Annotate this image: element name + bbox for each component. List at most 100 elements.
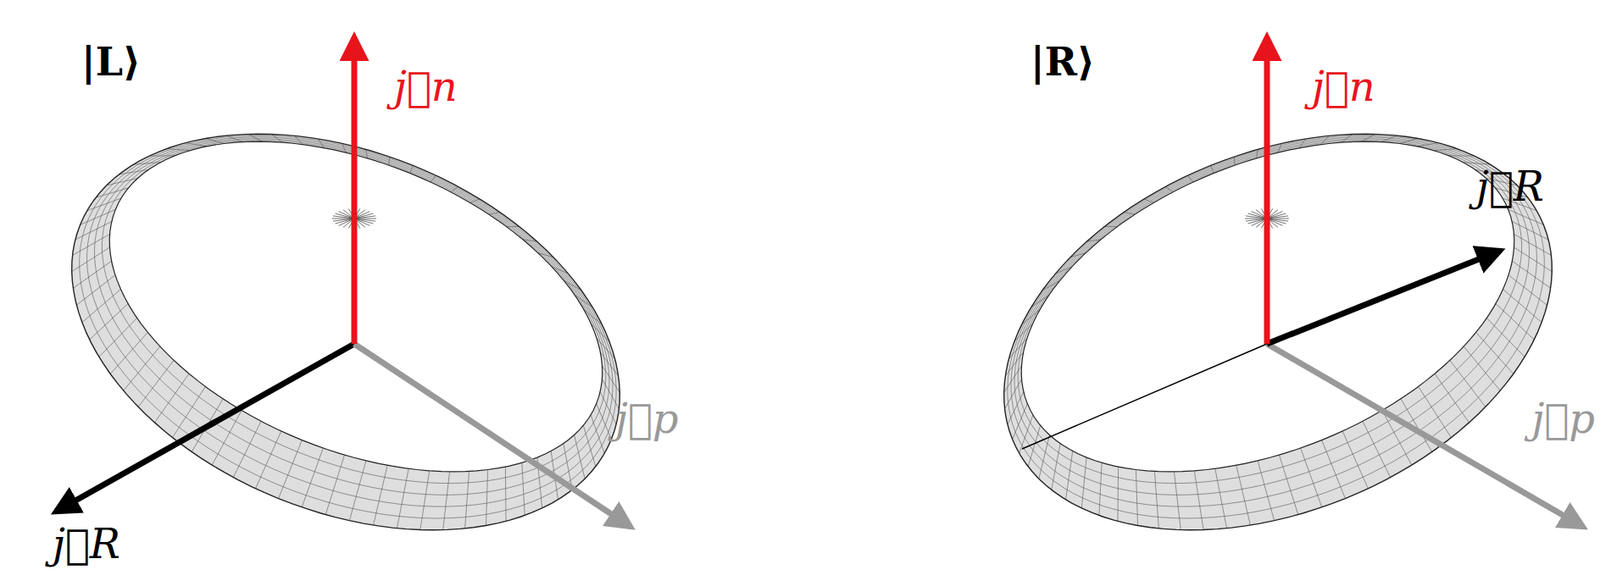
mesh-line (80, 209, 117, 225)
vector-label: j⃗n (394, 66, 458, 107)
mesh-line (82, 289, 122, 323)
mesh-line (72, 261, 112, 289)
mesh-line (1257, 461, 1275, 522)
axis-line (1022, 344, 1267, 450)
mesh-line (1031, 294, 1050, 307)
mesh-line (1123, 212, 1135, 215)
mesh-line (138, 360, 174, 407)
mesh-line (1486, 318, 1525, 358)
mesh-line (1245, 218, 1267, 222)
mesh-line (1341, 133, 1353, 143)
mesh-line (506, 226, 520, 228)
mesh-line (1495, 304, 1534, 341)
axis-arrow (351, 37, 358, 345)
mesh-line (1236, 465, 1251, 526)
mesh-line (226, 135, 243, 143)
vector-label: j⃗p (1532, 398, 1595, 439)
mesh-line (465, 471, 470, 529)
mesh-line (333, 218, 355, 222)
mesh-line (1042, 281, 1060, 291)
mesh-line (505, 466, 507, 522)
mesh-line (1066, 451, 1073, 500)
axis-arrow (1264, 37, 1271, 345)
mesh-line (89, 304, 128, 341)
ellipsoid-shell (72, 133, 621, 531)
axis-arrow (354, 344, 631, 528)
mesh-line (99, 318, 138, 358)
mesh-line (583, 425, 595, 467)
mesh-line (1418, 386, 1452, 438)
mesh-line (1014, 138, 1529, 496)
shell-outline (72, 133, 621, 531)
mesh-line (590, 415, 605, 454)
mesh-line (591, 323, 611, 342)
mesh-line (301, 448, 323, 508)
mesh-line (1256, 149, 1259, 158)
mesh-line (1450, 360, 1486, 407)
mesh-line (600, 391, 617, 425)
mesh-line (1081, 457, 1087, 509)
mesh-line (72, 233, 111, 256)
mesh-line (271, 133, 283, 143)
mesh-line (1012, 404, 1028, 440)
mesh-line (1014, 323, 1034, 342)
mesh-line (1211, 165, 1215, 173)
mesh-line (1514, 247, 1553, 272)
mesh-line (1116, 466, 1119, 522)
mesh-line (349, 461, 367, 522)
vector-label: j⃗p (615, 398, 678, 439)
mesh-line (205, 138, 225, 144)
mesh-line (1173, 472, 1181, 531)
mesh-line (470, 199, 480, 204)
mesh-line (1300, 448, 1323, 508)
mesh-line (1022, 309, 1040, 324)
mesh-line (1362, 421, 1391, 478)
shell-band (1004, 133, 1553, 531)
shell-outline (1004, 133, 1553, 531)
mesh-line (1361, 133, 1376, 142)
vector-label: j⃗R (1476, 166, 1545, 207)
mesh-line (1433, 149, 1457, 151)
mesh-line (255, 431, 282, 489)
mesh-line (488, 212, 500, 215)
vector-label: j⃗n (1311, 66, 1376, 107)
mesh-line (583, 309, 602, 324)
mesh-line (1188, 175, 1194, 183)
mesh-line (485, 470, 488, 527)
mesh-line (1154, 471, 1159, 529)
mesh-line (596, 404, 612, 440)
state-label: |L⟩ (81, 42, 141, 82)
mesh-line (574, 294, 593, 307)
shell-band (72, 133, 621, 531)
mesh-line (1105, 226, 1118, 228)
mesh-line (396, 468, 409, 528)
mesh-line (574, 435, 586, 480)
mesh-line (420, 471, 430, 531)
mesh-line (1476, 332, 1514, 374)
mesh-line (155, 373, 189, 423)
mesh-line (1007, 391, 1024, 425)
mesh-line (450, 186, 459, 192)
mesh-line (76, 275, 116, 306)
mesh-line (1342, 431, 1368, 489)
mesh-line (95, 188, 128, 198)
mesh-line (1266, 216, 1289, 219)
mesh-line (1463, 346, 1500, 391)
mesh-line (366, 149, 368, 158)
mesh-line (1165, 186, 1173, 192)
ellipsoid-shell (1004, 133, 1553, 531)
mesh-line (1051, 444, 1061, 491)
mesh-line (1215, 468, 1228, 528)
mesh-line (119, 169, 149, 174)
mesh-line (1400, 138, 1419, 144)
state-label: |R⟩ (1030, 42, 1095, 82)
mesh-line (248, 133, 262, 142)
mesh-line (1099, 462, 1102, 516)
mesh-line (185, 143, 207, 147)
axis-arrow (55, 344, 355, 512)
mesh-line (564, 281, 582, 291)
mesh-line (373, 465, 389, 526)
mesh-line (1513, 233, 1551, 256)
mesh-line (110, 332, 148, 374)
mesh-line (233, 421, 262, 478)
